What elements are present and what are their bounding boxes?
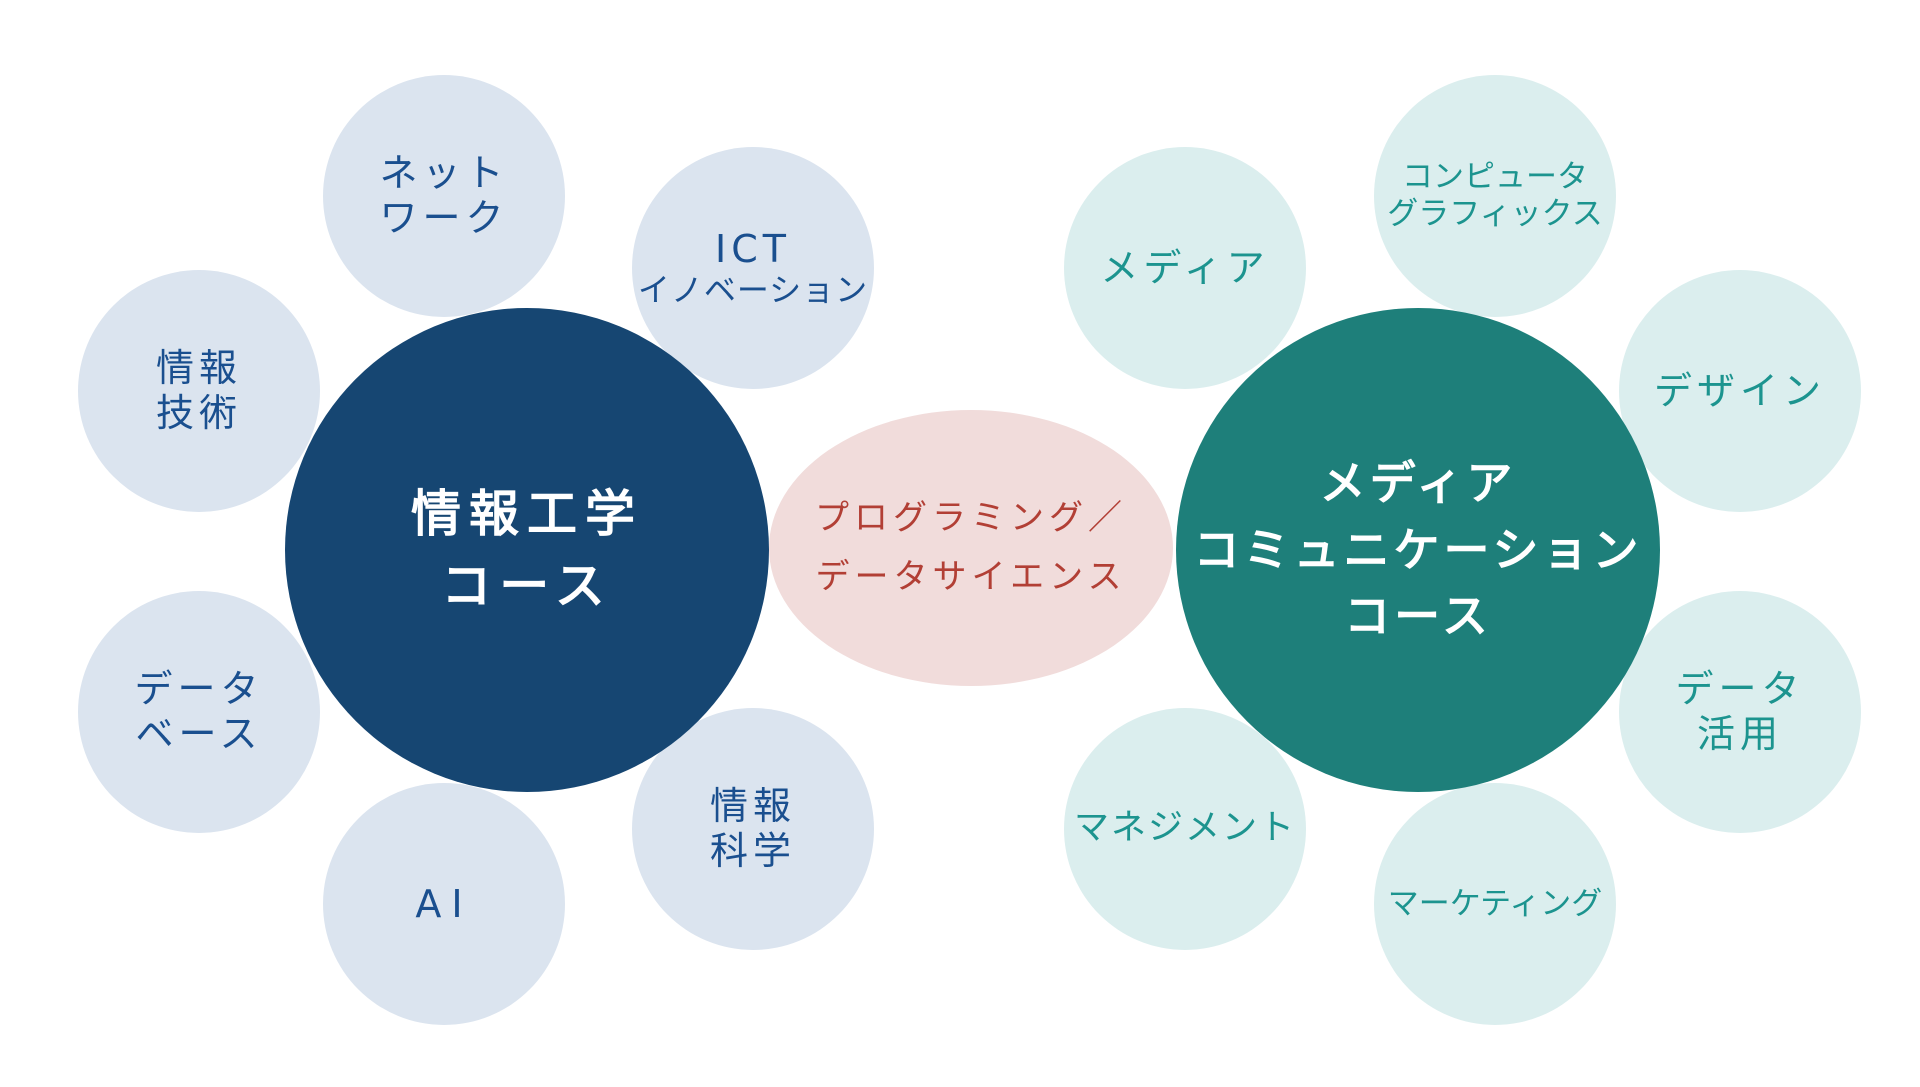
topic-label: 技術 bbox=[155, 391, 242, 435]
topic-label: 情報 bbox=[709, 784, 796, 829]
shared-topic-label: データサイエンス bbox=[815, 557, 1127, 597]
course-title: コミュニケーション bbox=[1193, 522, 1643, 577]
course-title: 情報工学 bbox=[411, 484, 643, 543]
shared-topic-programming-data-science: プログラミング／ データサイエンス bbox=[769, 410, 1173, 686]
topic-label: イノベーション bbox=[637, 270, 869, 309]
topic-marketing: マーケティング bbox=[1374, 783, 1616, 1025]
topic-label: データ bbox=[134, 667, 264, 712]
topic-label: 活用 bbox=[1696, 712, 1783, 756]
topic-media: メディア bbox=[1064, 147, 1306, 389]
course-media-communication: メディア コミュニケーション コース bbox=[1176, 308, 1660, 792]
shared-topic-label: プログラミング／ bbox=[815, 497, 1127, 538]
topic-design: デザイン bbox=[1619, 270, 1861, 512]
topic-ict-innovation: ICT イノベーション bbox=[632, 147, 874, 389]
topic-label: ベース bbox=[135, 712, 263, 756]
topic-label: マネジメント bbox=[1073, 808, 1296, 849]
topic-label: グラフィックス bbox=[1387, 196, 1603, 232]
topic-computer-graphics: コンピュータ グラフィックス bbox=[1374, 75, 1616, 317]
topic-network: ネット ワーク bbox=[323, 75, 565, 317]
course-title: メディア bbox=[1319, 455, 1517, 510]
topic-label: ICT bbox=[715, 226, 791, 271]
topic-information-science: 情報 科学 bbox=[632, 708, 874, 950]
topic-label: マーケティング bbox=[1387, 885, 1603, 922]
topic-information-technology: 情報 技術 bbox=[78, 270, 320, 512]
topic-management: マネジメント bbox=[1064, 708, 1306, 950]
topic-label: 科学 bbox=[709, 829, 796, 873]
topic-label: ワーク bbox=[379, 196, 509, 240]
topic-ai: AI bbox=[323, 783, 565, 1025]
topic-label: AI bbox=[415, 881, 473, 926]
topic-label: 情報 bbox=[155, 346, 242, 391]
topic-label: データ bbox=[1675, 667, 1805, 712]
topic-label: ネット bbox=[379, 151, 509, 196]
topic-label: メディア bbox=[1100, 245, 1270, 290]
course-title: コース bbox=[441, 557, 613, 615]
course-title: コース bbox=[1344, 589, 1492, 644]
topic-label: デザイン bbox=[1653, 368, 1826, 413]
topic-database: データ ベース bbox=[78, 591, 320, 833]
topic-label: コンピュータ bbox=[1402, 159, 1588, 196]
course-information-engineering: 情報工学 コース bbox=[285, 308, 769, 792]
topic-data-utilization: データ 活用 bbox=[1619, 591, 1861, 833]
